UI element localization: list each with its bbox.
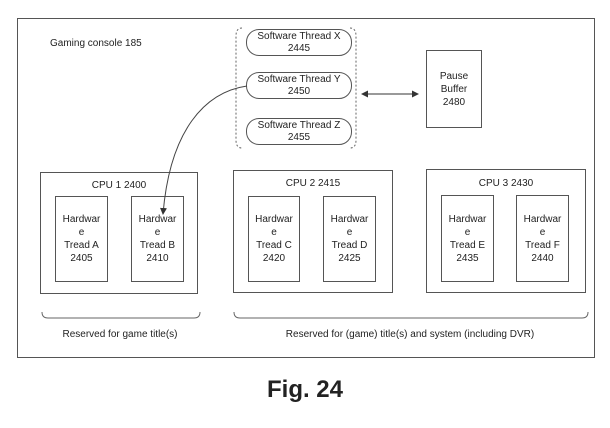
software-thread-z-id: 2455 — [287, 131, 311, 143]
hardware-thread-c-l2: e — [271, 227, 277, 238]
reserved-system-label: Reserved for (game) title(s) and system … — [285, 329, 535, 340]
hardware-thread-d-l1: Hardwar — [330, 214, 369, 225]
pause-buffer-box: Pause Buffer 2480 — [426, 50, 482, 128]
hardware-thread-f: Hardwar e Tread F 2440 — [516, 195, 569, 282]
hardware-thread-e-l2: e — [464, 226, 471, 238]
hardware-thread-a-id: 2405 — [70, 253, 93, 264]
hardware-thread-c-id: 2420 — [262, 253, 286, 264]
hardware-thread-b-id: 2410 — [146, 253, 169, 264]
hardware-thread-a-l3: Tread A — [64, 240, 99, 251]
hardware-thread-d: Hardwar e Tread D 2425 — [323, 196, 376, 282]
software-thread-y: Software Thread Y 2450 — [246, 72, 352, 99]
hardware-thread-f-l2: e — [539, 226, 546, 238]
hardware-thread-f-l3: Tread F — [525, 239, 560, 251]
software-thread-x-id: 2445 — [287, 42, 311, 54]
cpu-2-label: CPU 2 2415 — [285, 178, 341, 189]
software-thread-y-name: Software Thread Y — [257, 73, 341, 85]
pause-buffer-id: 2480 — [442, 96, 466, 108]
cpu-3-label: CPU 3 2430 — [478, 178, 534, 189]
hardware-thread-a-l1: Hardwar — [62, 214, 101, 225]
gaming-console-box — [17, 18, 595, 358]
cpu-1-box — [40, 172, 198, 294]
hardware-thread-e-id: 2435 — [456, 252, 479, 264]
hardware-thread-d-l2: e — [346, 227, 353, 238]
hardware-thread-b-l2: e — [154, 227, 161, 238]
software-thread-z: Software Thread Z 2455 — [246, 118, 352, 145]
hardware-thread-a-l2: e — [78, 227, 85, 238]
hardware-thread-c-l3: Tread C — [256, 240, 292, 251]
pause-buffer-line1: Pause — [439, 70, 469, 82]
hardware-thread-e: Hardwar e Tread E 2435 — [441, 195, 494, 282]
hardware-thread-a: Hardwar e Tread A 2405 — [55, 196, 108, 282]
hardware-thread-e-l3: Tread E — [449, 239, 486, 251]
software-thread-x: Software Thread X 2445 — [246, 29, 352, 56]
cpu-1-label: CPU 1 2400 — [91, 180, 147, 191]
pause-buffer-line2: Buffer — [440, 83, 468, 95]
software-thread-y-id: 2450 — [287, 85, 311, 97]
thread-y-to-b-arrow — [160, 85, 248, 215]
hardware-thread-e-l1: Hardwar — [448, 213, 487, 225]
hardware-thread-b-l3: Tread B — [139, 240, 176, 251]
hardware-thread-c-l1: Hardwar — [255, 214, 293, 225]
hardware-thread-b-l1: Hardwar — [138, 214, 177, 225]
software-thread-x-name: Software Thread X — [257, 30, 341, 42]
reserved-system-bracket — [233, 311, 589, 319]
hardware-thread-b: Hardwar e Tread B 2410 — [131, 196, 184, 282]
hardware-thread-f-id: 2440 — [531, 252, 554, 264]
hardware-thread-d-id: 2425 — [338, 253, 361, 264]
cpu-3-box — [426, 169, 586, 293]
figure-caption: Fig. 24 — [266, 376, 344, 403]
gaming-console-label: Gaming console 185 — [50, 38, 142, 49]
cpu-2-box — [233, 170, 393, 293]
reserved-game-bracket — [41, 311, 201, 319]
reserved-game-label: Reserved for game title(s) — [62, 329, 178, 340]
hardware-thread-f-l1: Hardwar — [523, 213, 562, 225]
software-thread-z-name: Software Thread Z — [257, 119, 341, 131]
hardware-thread-c: Hardwar e Tread C 2420 — [248, 196, 300, 282]
hardware-thread-d-l3: Tread D — [331, 240, 368, 251]
